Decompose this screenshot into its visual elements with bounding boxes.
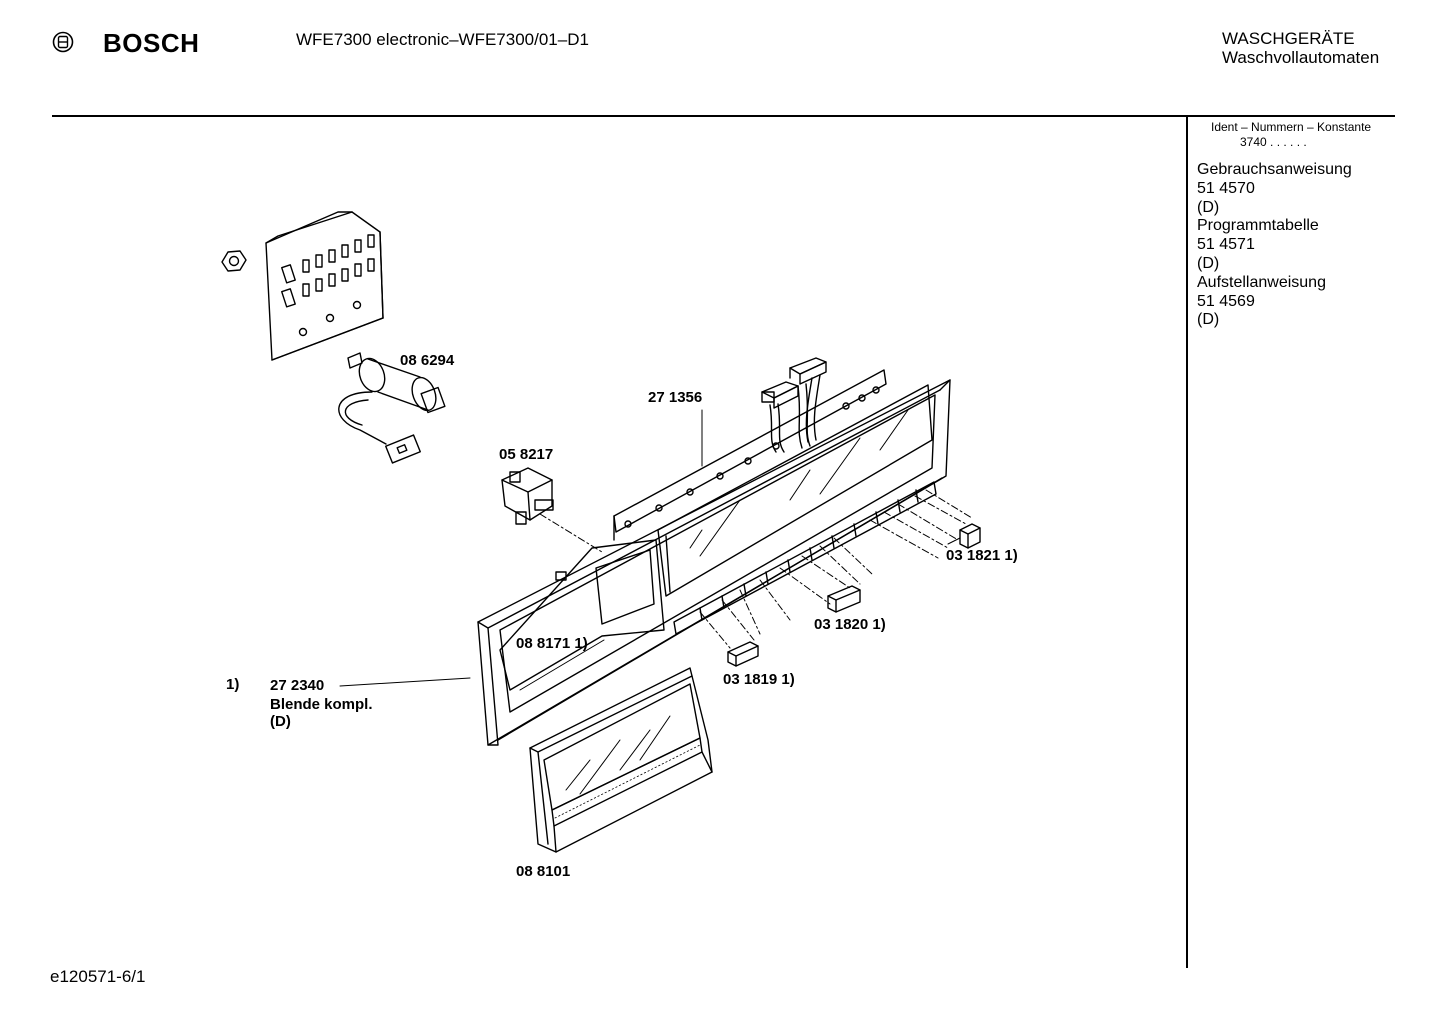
doc-line: (D) [1197, 311, 1220, 329]
part-label: 08 6294 [400, 352, 455, 369]
doc-line: (D) [1197, 254, 1220, 272]
doc-line: Aufstellanweisung [1197, 273, 1326, 291]
footnote-marker: 1) [226, 676, 239, 693]
brand-name: BOSCH [103, 28, 200, 58]
doc-line: (D) [1197, 198, 1220, 216]
part-label: 03 1820 1) [814, 616, 886, 633]
doc-line: Gebrauchsanweisung [1197, 161, 1352, 178]
circuit-board-part [265, 211, 384, 361]
leader-lines [339, 409, 961, 687]
document-code: e120571-6/1 [50, 967, 146, 986]
part-label: 27 2340 [270, 677, 324, 694]
part-label: 27 1356 [648, 389, 702, 406]
category-title: WASCHGERÄTE [1222, 29, 1355, 48]
part-label: 08 8171 1) [516, 635, 588, 652]
ident-label: Ident – Nummern – Konstante [1211, 120, 1372, 134]
hex-nut-part [221, 250, 247, 272]
document-list: Gebrauchsanweisung 51 4570 (D) Programmt… [1197, 161, 1352, 330]
part-description: Blende kompl. [270, 696, 373, 713]
part-language: (D) [270, 713, 291, 730]
bosch-logo-icon [52, 31, 74, 53]
part-label: 05 8217 [499, 446, 553, 463]
ident-value: 3740 . . . . . . [1240, 135, 1307, 149]
front-cover-part [529, 667, 713, 853]
doc-line: Programmtabelle [1197, 217, 1319, 235]
model-title: WFE7300 electronic–WFE7300/01–D1 [296, 30, 589, 49]
switch-part [501, 467, 554, 525]
part-label: 08 8101 [516, 863, 570, 880]
part-label: 03 1821 1) [946, 547, 1018, 564]
capacitor-part [338, 352, 446, 464]
exploded-diagram: 08 6294 27 1356 05 8217 03 1821 1) 03 18… [221, 211, 1018, 880]
sidebar-divider [1186, 116, 1188, 968]
doc-line: 51 4570 [1197, 179, 1255, 197]
alignment-lines [539, 489, 973, 649]
button-caps-part [727, 523, 981, 667]
doc-line: 51 4569 [1197, 292, 1255, 310]
control-panel-part [477, 369, 951, 746]
doc-line: 51 4571 [1197, 236, 1255, 254]
ribbon-connectors-part [761, 357, 827, 453]
header-divider [52, 115, 1395, 117]
part-labels: 08 6294 27 1356 05 8217 03 1821 1) 03 18… [226, 352, 1018, 880]
category-subtitle: Waschvollautomaten [1222, 48, 1380, 67]
part-label: 03 1819 1) [723, 671, 795, 688]
